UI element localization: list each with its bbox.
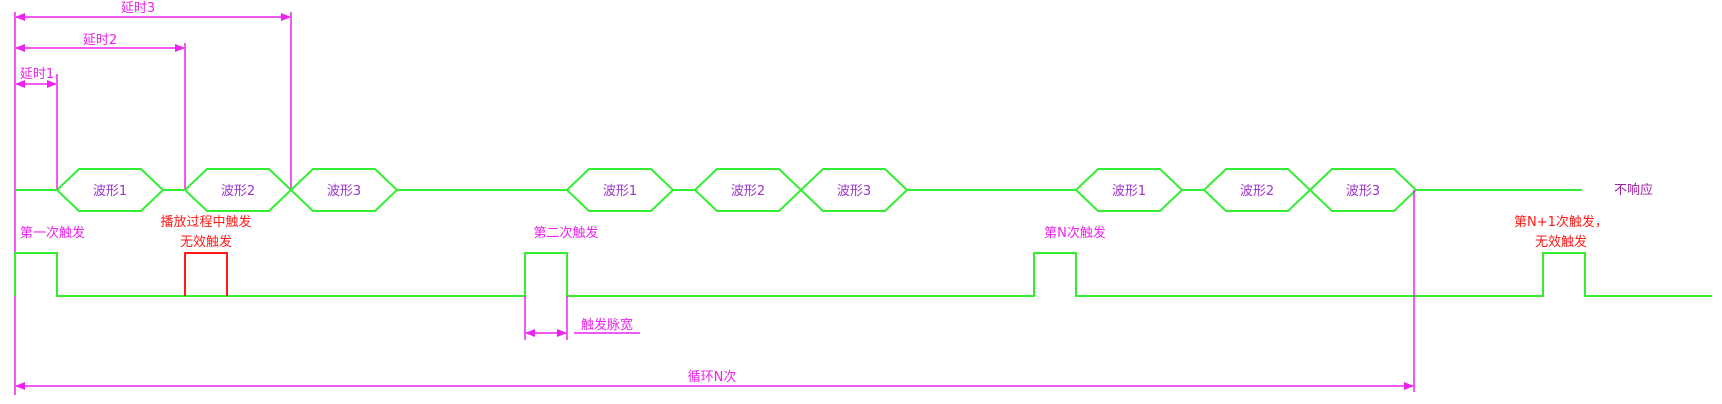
first-trigger-label: 第一次触发: [20, 225, 85, 241]
delay2-label: 延时2: [83, 33, 117, 48]
waveform-block-w3: [1308, 168, 1418, 212]
waveform-label-w1: 波形1: [1112, 184, 1146, 199]
loop-annotation: [15, 190, 1415, 392]
n-plus-1-invalid-label: 无效触发: [1535, 234, 1587, 250]
waveform-label-w2: 波形2: [221, 184, 255, 199]
delay3-label: 延时3: [121, 1, 155, 16]
pulse-width-annotation: [524, 296, 640, 340]
delay-annotations: [14, 12, 292, 395]
delay1-label: 延时1: [20, 67, 54, 82]
waveform-block-w1: [565, 168, 675, 212]
waveform-block-w3: [799, 168, 909, 212]
waveform-label-w2: 波形2: [731, 184, 765, 199]
nth-trigger-label: 第N次触发: [1044, 225, 1106, 241]
waveform-label-w3: 波形3: [327, 184, 361, 199]
waveform-block-w1: [1074, 168, 1184, 212]
waveform-label-w3: 波形3: [1346, 184, 1380, 199]
waveform-label-w3: 波形3: [837, 184, 871, 199]
waveform-block-w1: [55, 168, 165, 212]
waveform-label-w2: 波形2: [1240, 184, 1274, 199]
no-response-label: 不响应: [1614, 182, 1653, 198]
during-playback-trigger-label: 播放过程中触发: [160, 214, 251, 230]
second-trigger-label: 第二次触发: [533, 225, 598, 241]
waveform-label-w1: 波形1: [93, 184, 127, 199]
waveform-blocks: 波形1 波形2 波形3 波形1 波形2 波形3 波形1 波形2 波形3: [55, 168, 1418, 212]
waveform-block-w3: [289, 168, 399, 212]
pulse-width-label: 触发脉宽: [581, 317, 633, 333]
waveform-label-w1: 波形1: [603, 184, 637, 199]
loop-label: 循环N次: [688, 369, 737, 385]
during-playback-invalid-label: 无效触发: [180, 234, 232, 250]
n-plus-1-trigger-label: 第N+1次触发，: [1514, 214, 1608, 230]
invalid-trigger-pulse: [184, 252, 228, 296]
trigger-signal: [14, 252, 1712, 297]
